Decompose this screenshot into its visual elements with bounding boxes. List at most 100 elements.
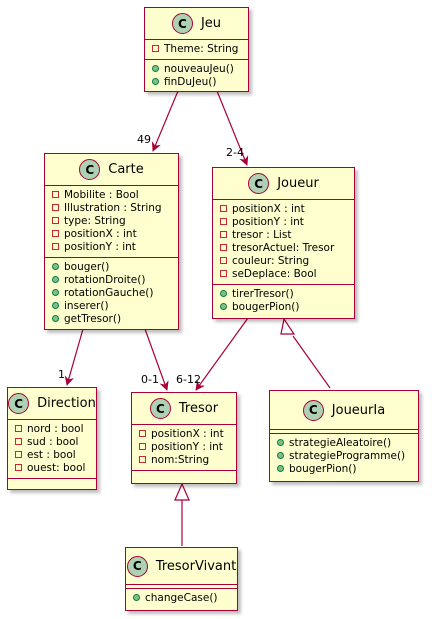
attributes-section: positionX : int positionY : int nom:Stri… (132, 424, 236, 470)
multiplicity-carte-tresor: 0-1 (141, 373, 159, 386)
method: rotationDroite() (51, 274, 178, 287)
edge-jeu-carte (151, 90, 179, 152)
attribute: seDeplace: Bool (219, 268, 354, 281)
multiplicity-jeu-carte: 49 (137, 133, 151, 146)
class-tresor[interactable]: C Tresor positionX : int positionY : int… (131, 392, 237, 484)
private-visibility-icon (138, 428, 146, 441)
class-carte[interactable]: C Carte Mobilite : Bool Illustration : S… (44, 153, 179, 330)
attributes-section: positionX : int positionY : int tresor :… (213, 199, 354, 284)
private-visibility-icon (219, 242, 227, 255)
class-badge-icon: C (171, 13, 193, 34)
attribute: tresorActuel: Tresor (219, 242, 354, 255)
public-visibility-icon (151, 76, 159, 89)
class-name: Joueur (277, 176, 319, 191)
attribute: positionX : int (138, 428, 236, 441)
attributes-section: Theme: String (145, 39, 248, 59)
private-visibility-icon (14, 449, 22, 462)
edge-joueur-tresor (195, 317, 249, 391)
public-visibility-icon (276, 450, 284, 463)
class-name: Jeu (200, 16, 222, 31)
public-visibility-icon (51, 300, 59, 313)
edge-joueuria-joueur (292, 335, 331, 389)
attributes-section (126, 584, 237, 588)
private-visibility-icon (138, 441, 146, 454)
class-name: TresorVivant (155, 558, 237, 574)
private-visibility-icon (219, 216, 227, 229)
attribute: positionY : int (219, 216, 354, 229)
class-badge-icon: C (79, 159, 101, 180)
private-visibility-icon (51, 189, 59, 202)
class-name: Tresor (178, 401, 219, 416)
attribute: Illustration : String (51, 202, 178, 215)
method: strategieAleatoire() (276, 437, 418, 450)
public-visibility-icon (276, 437, 284, 450)
method: strategieProgramme() (276, 450, 418, 463)
methods-section (8, 478, 96, 482)
public-visibility-icon (132, 592, 140, 605)
class-badge-icon: C (149, 398, 171, 419)
private-visibility-icon (219, 255, 227, 268)
method: finDuJeu() (151, 76, 248, 89)
private-visibility-icon (14, 436, 22, 449)
attribute: positionX : int (51, 228, 178, 241)
attribute: couleur: String (219, 255, 354, 268)
methods-section: tirerTresor() bougerPion() (213, 284, 354, 317)
class-badge-icon: C (8, 393, 30, 414)
multiplicity-carte-direction: 1 (58, 368, 65, 381)
attribute: nom:String (138, 454, 236, 467)
inheritance-arrow-joueur (280, 317, 296, 335)
private-visibility-icon (219, 229, 227, 242)
private-visibility-icon (138, 454, 146, 467)
private-visibility-icon (51, 215, 59, 228)
method: bouger() (51, 261, 178, 274)
class-badge-icon: C (126, 555, 148, 577)
attributes-section: Mobilite : Bool Illustration : String ty… (45, 185, 178, 257)
method: bougerPion() (276, 463, 418, 476)
methods-section: nouveauJeu() finDuJeu() (145, 59, 248, 92)
method: tirerTresor() (219, 288, 354, 301)
public-visibility-icon (51, 313, 59, 326)
private-visibility-icon (51, 202, 59, 215)
attribute: positionY : int (138, 441, 236, 454)
attribute: positionX : int (219, 203, 354, 216)
class-badge-icon: C (248, 173, 270, 194)
methods-section: bouger() rotationDroite() rotationGauche… (45, 257, 178, 329)
private-visibility-icon (151, 43, 159, 56)
attribute: Theme: String (151, 43, 248, 56)
private-visibility-icon (219, 268, 227, 281)
edge-carte-direction (64, 328, 84, 386)
public-visibility-icon (276, 463, 284, 476)
class-joueuria[interactable]: C JoueurIa strategieAleatoire() strategi… (269, 390, 419, 482)
multiplicity-jeu-joueur: 2-4 (226, 146, 244, 159)
methods-section: changeCase() (126, 588, 237, 608)
attribute: tresor : List (219, 229, 354, 242)
private-visibility-icon (14, 462, 22, 475)
class-jeu[interactable]: C Jeu Theme: String nouveauJeu() finDuJe… (144, 7, 249, 92)
attribute: type: String (51, 215, 178, 228)
class-direction[interactable]: C Direction nord : bool sud : bool est :… (7, 387, 97, 490)
methods-section: strategieAleatoire() strategieProgramme(… (270, 433, 418, 479)
method: nouveauJeu() (151, 63, 248, 76)
class-name: Direction (37, 396, 96, 411)
attributes-section: nord : bool sud : bool est : bool ouest:… (8, 419, 96, 478)
edge-jeu-joueur (216, 90, 249, 166)
method: rotationGauche() (51, 287, 178, 300)
multiplicity-joueur-tresor: 6-12 (176, 373, 201, 386)
class-tresorvivant[interactable]: C TresorVivant changeCase() (125, 547, 238, 611)
inheritance-arrow-tresor (174, 482, 190, 501)
method: changeCase() (132, 592, 237, 605)
method: inserer() (51, 300, 178, 313)
class-joueur[interactable]: C Joueur positionX : int positionY : int… (212, 167, 355, 319)
public-visibility-icon (219, 288, 227, 301)
attribute: ouest: bool (14, 462, 96, 475)
attribute: positionY : int (51, 241, 178, 254)
attribute: sud : bool (14, 436, 96, 449)
edge-carte-tresor (144, 328, 169, 391)
method: getTresor() (51, 313, 178, 326)
private-visibility-icon (219, 203, 227, 216)
methods-section (132, 470, 236, 474)
attribute: est : bool (14, 449, 96, 462)
public-visibility-icon (51, 261, 59, 274)
